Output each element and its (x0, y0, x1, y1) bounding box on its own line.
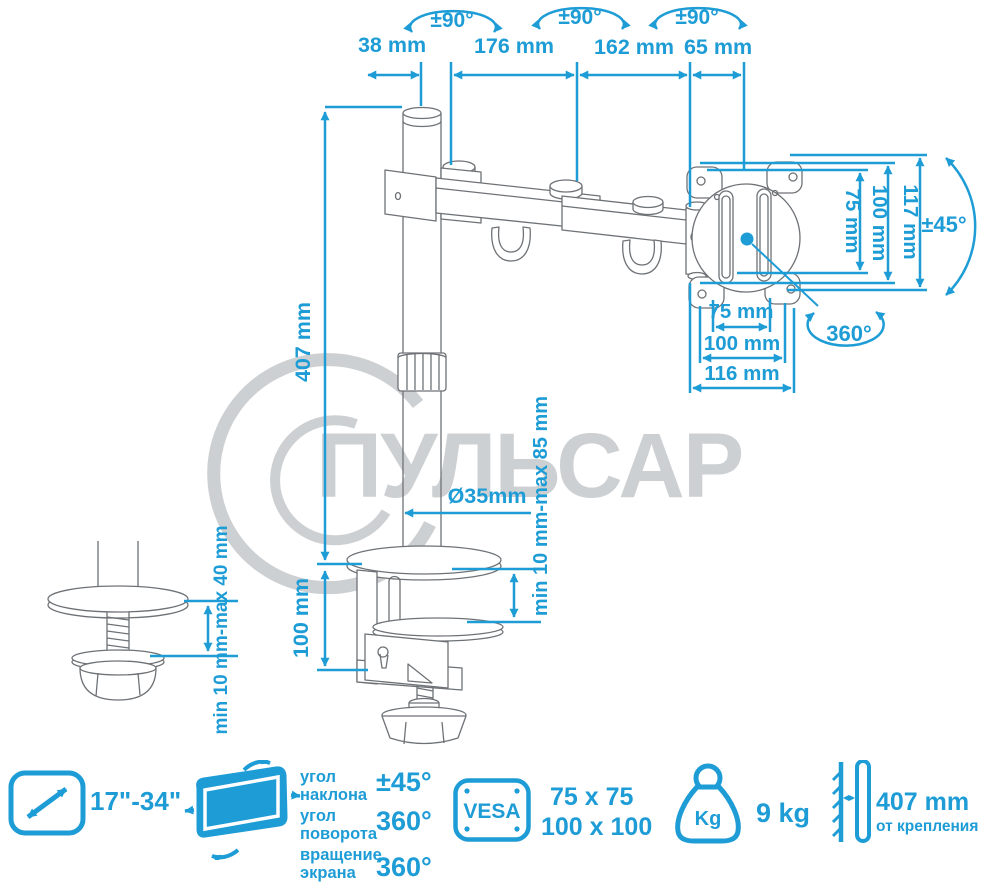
dim-407mm: 407 mm (291, 302, 315, 382)
grommet-grip-dim (150, 599, 238, 658)
pole-height-dim (317, 105, 402, 566)
swivel-value: 360° (376, 806, 432, 836)
rotation-label-3: ±90° (675, 6, 718, 29)
screen-motion-icon (184, 760, 301, 860)
arm-drawing (384, 160, 709, 281)
dim-vesa-h116: 116 mm (704, 362, 779, 385)
dim-vesa-h75: 75 mm (709, 300, 774, 323)
top-rotation-arcs (403, 6, 748, 33)
dim-vesa-v100: 100 mm (868, 185, 891, 261)
dim-162mm: 162 mm (594, 35, 674, 59)
watermark-swirl-inner (270, 415, 391, 546)
vesa-center-dot (740, 232, 754, 246)
swivel-leader-line (751, 243, 819, 307)
vesa-value-2: 100 x 100 (541, 813, 653, 841)
dim-vesa-h100: 100 mm (704, 332, 780, 355)
clamp-height-dim (317, 570, 368, 672)
dim-tilt: ±45° (921, 212, 966, 237)
dim-grommet-grip: min 10 mm-max 40 mm (211, 525, 232, 734)
tilt-arrow-top (242, 760, 271, 772)
weight-value: 9 kg (756, 798, 811, 828)
tilt-arrow-bottom (211, 848, 240, 860)
swivel-arc (804, 310, 886, 347)
watermark-brand-text: ПУЛЬСАР (316, 415, 742, 517)
screen-size-value: 17"-34" (90, 786, 182, 816)
wall-distance-icon (831, 760, 871, 843)
desk-clamp-drawing (346, 545, 504, 745)
rotation-label-2: ±90° (558, 6, 601, 29)
dim-vesa-v75: 75 mm (841, 189, 864, 254)
swivel-arrow-left (184, 805, 195, 815)
tilt-value: ±45° (376, 767, 432, 797)
vesa-value-1: 75 x 75 (550, 783, 634, 811)
vesa-badge-icon: VESA (453, 778, 531, 842)
weight-icon: Kg (675, 763, 741, 844)
dim-176mm: 176 mm (474, 34, 554, 58)
vesa-horizontal-dims (688, 283, 796, 393)
vesa-badge-text: VESA (463, 800, 520, 823)
dimensions: ±90° ±90° ±90° 38 mm 176 mm 162 mm 65 mm… (150, 6, 977, 735)
top-dim-lines (367, 62, 746, 207)
screen-size-icon (8, 770, 86, 836)
weight-badge-text: Kg (695, 808, 722, 830)
monitor-arm-diagram: ПУЛЬСАР (47, 6, 977, 745)
dim-38mm: 38 mm (358, 33, 426, 57)
vesa-vertical-dims (700, 153, 927, 292)
rotation-label-1: ±90° (430, 9, 473, 32)
distance-value: 407 mm (876, 788, 970, 816)
tilt-arc (945, 157, 977, 296)
dim-clamp-grip: min 10 mm-max 85 mm (530, 396, 552, 616)
dim-65mm: 65 mm (684, 35, 752, 59)
swivel-arrow-right (290, 790, 301, 800)
dim-clamp-100mm: 100 mm (289, 578, 313, 658)
dim-diameter: Ø35mm (448, 484, 527, 508)
rotate-value: 360° (376, 852, 432, 882)
grommet-mount-drawing (47, 541, 189, 701)
cable-hook (491, 226, 531, 262)
dim-vesa-v117: 117 mm (899, 184, 922, 259)
dim-swivel: 360° (826, 321, 872, 346)
distance-subtitle: от крепления (876, 818, 979, 835)
clamp-grip-dim (452, 567, 541, 624)
